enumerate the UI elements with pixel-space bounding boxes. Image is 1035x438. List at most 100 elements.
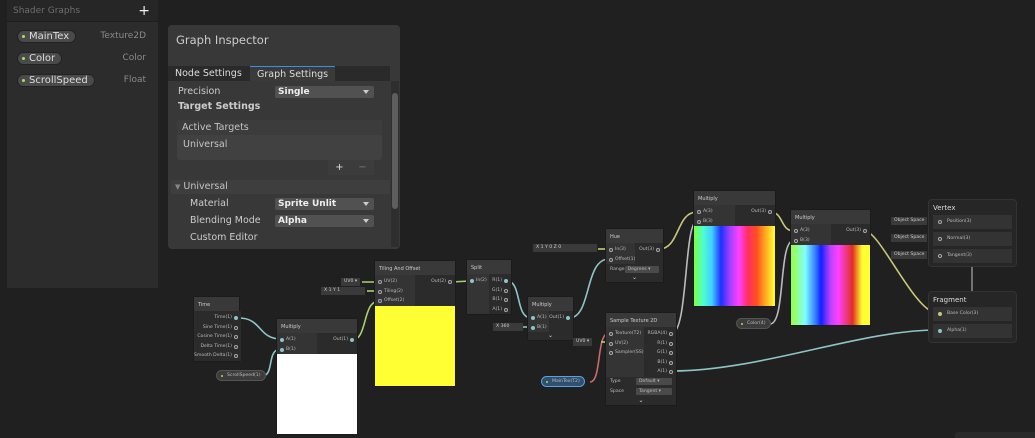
node-title: Split — [467, 260, 511, 274]
vertex-block-tangent[interactable]: Tangent(3) — [933, 249, 1012, 263]
input-port[interactable]: Sampler(SS) — [606, 348, 644, 358]
collapse-chevron-icon[interactable]: ⌄ — [606, 396, 676, 405]
property-name: ScrollSpeed — [29, 75, 88, 86]
fragment-block-base-color[interactable]: Base Color(3) — [933, 307, 1012, 321]
output-port[interactable]: RGBA(4) — [644, 329, 676, 339]
control-dropdown[interactable]: Degrees ▾ — [624, 265, 659, 273]
output-port[interactable]: B(1) — [644, 358, 676, 368]
output-port[interactable]: R(1) — [644, 339, 676, 349]
tangent-space-dropdown[interactable]: Object Space — [891, 251, 928, 259]
precision-dropdown[interactable]: Single — [275, 86, 374, 98]
add-target-button[interactable]: + — [335, 162, 344, 173]
output-port[interactable]: Out(1) — [317, 335, 357, 345]
uv-channel-dropdown[interactable]: UV0 ▾ — [341, 278, 361, 286]
port-dot-icon — [794, 238, 798, 243]
maintex-property-node[interactable]: MainTex(T2) — [541, 376, 585, 387]
output-port[interactable]: G(1) — [644, 348, 676, 358]
target-settings-heading: Target Settings — [178, 101, 261, 112]
wire — [568, 258, 610, 319]
vertex-title: Vertex — [933, 204, 956, 212]
collapse-chevron-icon[interactable]: ⌄ — [528, 332, 573, 340]
input-port[interactable]: B(1) — [277, 345, 317, 355]
control-dropdown[interactable]: Default ▾ — [636, 378, 672, 385]
property-type: Texture2D — [100, 31, 146, 41]
input-port[interactable]: B(3) — [694, 217, 735, 227]
input-port[interactable]: A(1) — [528, 313, 549, 323]
property-maintex[interactable]: MainTex — [17, 30, 77, 43]
tab-graph-settings[interactable]: Graph Settings — [250, 66, 336, 81]
wire — [238, 317, 282, 340]
input-port[interactable]: Offset(1) — [606, 255, 635, 265]
input-port[interactable]: A(3) — [791, 226, 831, 236]
tiling-vector-field[interactable]: X 1 Y 1 — [321, 287, 365, 295]
material-dropdown[interactable]: Sprite Unlit — [275, 198, 374, 210]
input-port[interactable]: In(3) — [606, 245, 635, 255]
scrollspeed-property-node[interactable]: ScrollSpeed(1) — [216, 370, 266, 381]
output-port[interactable]: Smooth Delta(1) — [194, 351, 241, 361]
output-port[interactable]: Out(2) — [415, 277, 455, 287]
output-port[interactable]: Cosine Time(1) — [194, 332, 241, 342]
remove-target-button[interactable]: − — [358, 162, 367, 173]
input-port[interactable]: UV(2) — [606, 339, 644, 349]
output-port[interactable]: Delta Time(1) — [194, 342, 241, 352]
color-property-node[interactable]: Color(4) — [736, 318, 771, 329]
add-property-button[interactable]: + — [138, 2, 150, 19]
input-port[interactable]: A(3) — [694, 207, 735, 217]
input-port[interactable]: UV(2) — [375, 277, 415, 287]
input-port[interactable]: Offset(2) — [375, 296, 415, 306]
input-port[interactable]: Texture(T2) — [606, 329, 644, 339]
output-port[interactable]: Out(1) — [549, 313, 573, 323]
input-port[interactable]: In(2) — [467, 276, 489, 286]
output-port[interactable]: G(1) — [489, 286, 511, 296]
output-port[interactable]: Out(3) — [735, 207, 776, 217]
multiply-b-field[interactable]: X 360 — [493, 323, 523, 331]
node-title: Multiply — [528, 297, 573, 311]
hue-in-vector-field[interactable]: X 1 Y 0 Z 0 — [533, 244, 597, 252]
input-port[interactable]: B(1) — [528, 323, 549, 333]
port-dot-icon — [233, 335, 238, 339]
input-port[interactable]: Tiling(2) — [375, 287, 415, 297]
port-dot-icon — [280, 338, 284, 342]
vertex-block-normal[interactable]: Normal(3) — [933, 232, 1012, 246]
output-port[interactable]: A(1) — [644, 367, 676, 377]
fragment-block-alpha[interactable]: Alpha(1) — [933, 324, 1012, 338]
uv-channel-dropdown[interactable]: UV0 ▾ — [573, 338, 593, 346]
output-port[interactable]: Time(1) — [194, 313, 241, 323]
property-color[interactable]: Color — [17, 52, 63, 65]
tab-node-settings[interactable]: Node Settings — [175, 68, 242, 79]
output-port[interactable]: Out(3) — [635, 245, 663, 255]
inspector-scrollbar[interactable] — [391, 81, 399, 247]
port-dot-icon — [531, 325, 535, 330]
collapse-chevron-icon[interactable]: ⌄ — [606, 274, 663, 282]
output-port[interactable]: Sine Time(1) — [194, 323, 241, 333]
port-dot-icon — [669, 341, 673, 346]
input-port[interactable]: B(3) — [791, 236, 831, 246]
universal-section-header[interactable]: ▼ Universal — [171, 180, 390, 194]
port-dot-icon — [233, 344, 238, 349]
property-scrollspeed[interactable]: ScrollSpeed — [17, 74, 95, 87]
output-port[interactable]: R(1) — [489, 276, 511, 286]
target-item-universal[interactable]: Universal — [183, 139, 228, 150]
output-port[interactable]: B(1) — [489, 295, 511, 305]
normal-space-dropdown[interactable]: Object Space — [891, 234, 928, 242]
control-dropdown[interactable]: Tangent ▾ — [636, 388, 672, 395]
position-space-dropdown[interactable]: Object Space — [891, 217, 928, 225]
blending-mode-label: Blending Mode — [190, 215, 261, 226]
input-port[interactable]: A(1) — [277, 335, 317, 345]
blending-mode-dropdown[interactable]: Alpha — [275, 215, 374, 227]
output-port[interactable]: A(1) — [489, 305, 511, 315]
output-port[interactable]: Out(3) — [831, 226, 871, 236]
graph-minimap-edge — [955, 432, 1035, 438]
blackboard-title: Shader Graphs — [13, 5, 81, 16]
vertex-block-position[interactable]: Position(3) — [933, 215, 1012, 229]
